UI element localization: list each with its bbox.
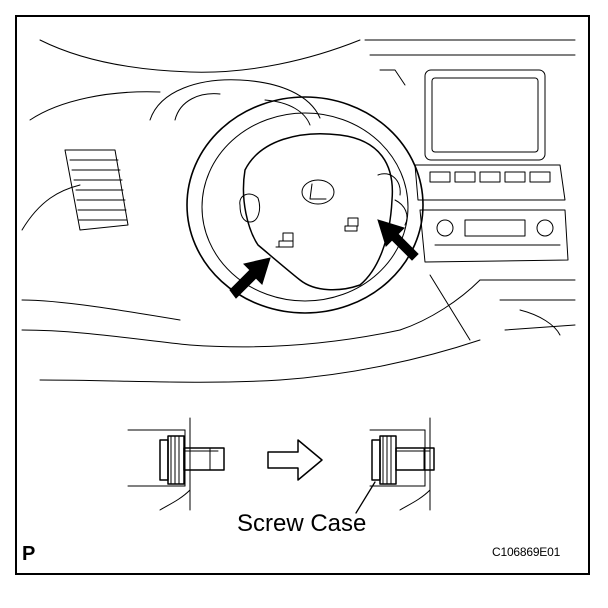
navigation-screen <box>424 69 546 161</box>
right-screw <box>344 217 359 232</box>
screw-case-leader-line <box>355 481 376 514</box>
process-arrow-icon <box>267 439 323 481</box>
center-console <box>364 39 576 341</box>
figure-code: C106869E01 <box>492 545 561 559</box>
after-detail <box>355 417 435 514</box>
left-air-vent <box>64 149 129 231</box>
steering-wheel-rim <box>186 96 424 314</box>
dashboard-outline <box>21 39 481 383</box>
section-mark: P <box>22 543 36 565</box>
steering-switches <box>239 173 408 226</box>
before-detail <box>127 417 225 511</box>
left-screw <box>275 232 294 248</box>
lexus-logo-icon <box>301 179 335 205</box>
pointer-arrow-icon <box>229 257 271 299</box>
instrument-cluster <box>149 79 321 126</box>
figure-frame <box>15 15 590 575</box>
pointer-arrow-icon <box>377 219 419 261</box>
airbag-pad <box>242 133 394 291</box>
screw-case-label: Screw Case <box>237 510 367 537</box>
